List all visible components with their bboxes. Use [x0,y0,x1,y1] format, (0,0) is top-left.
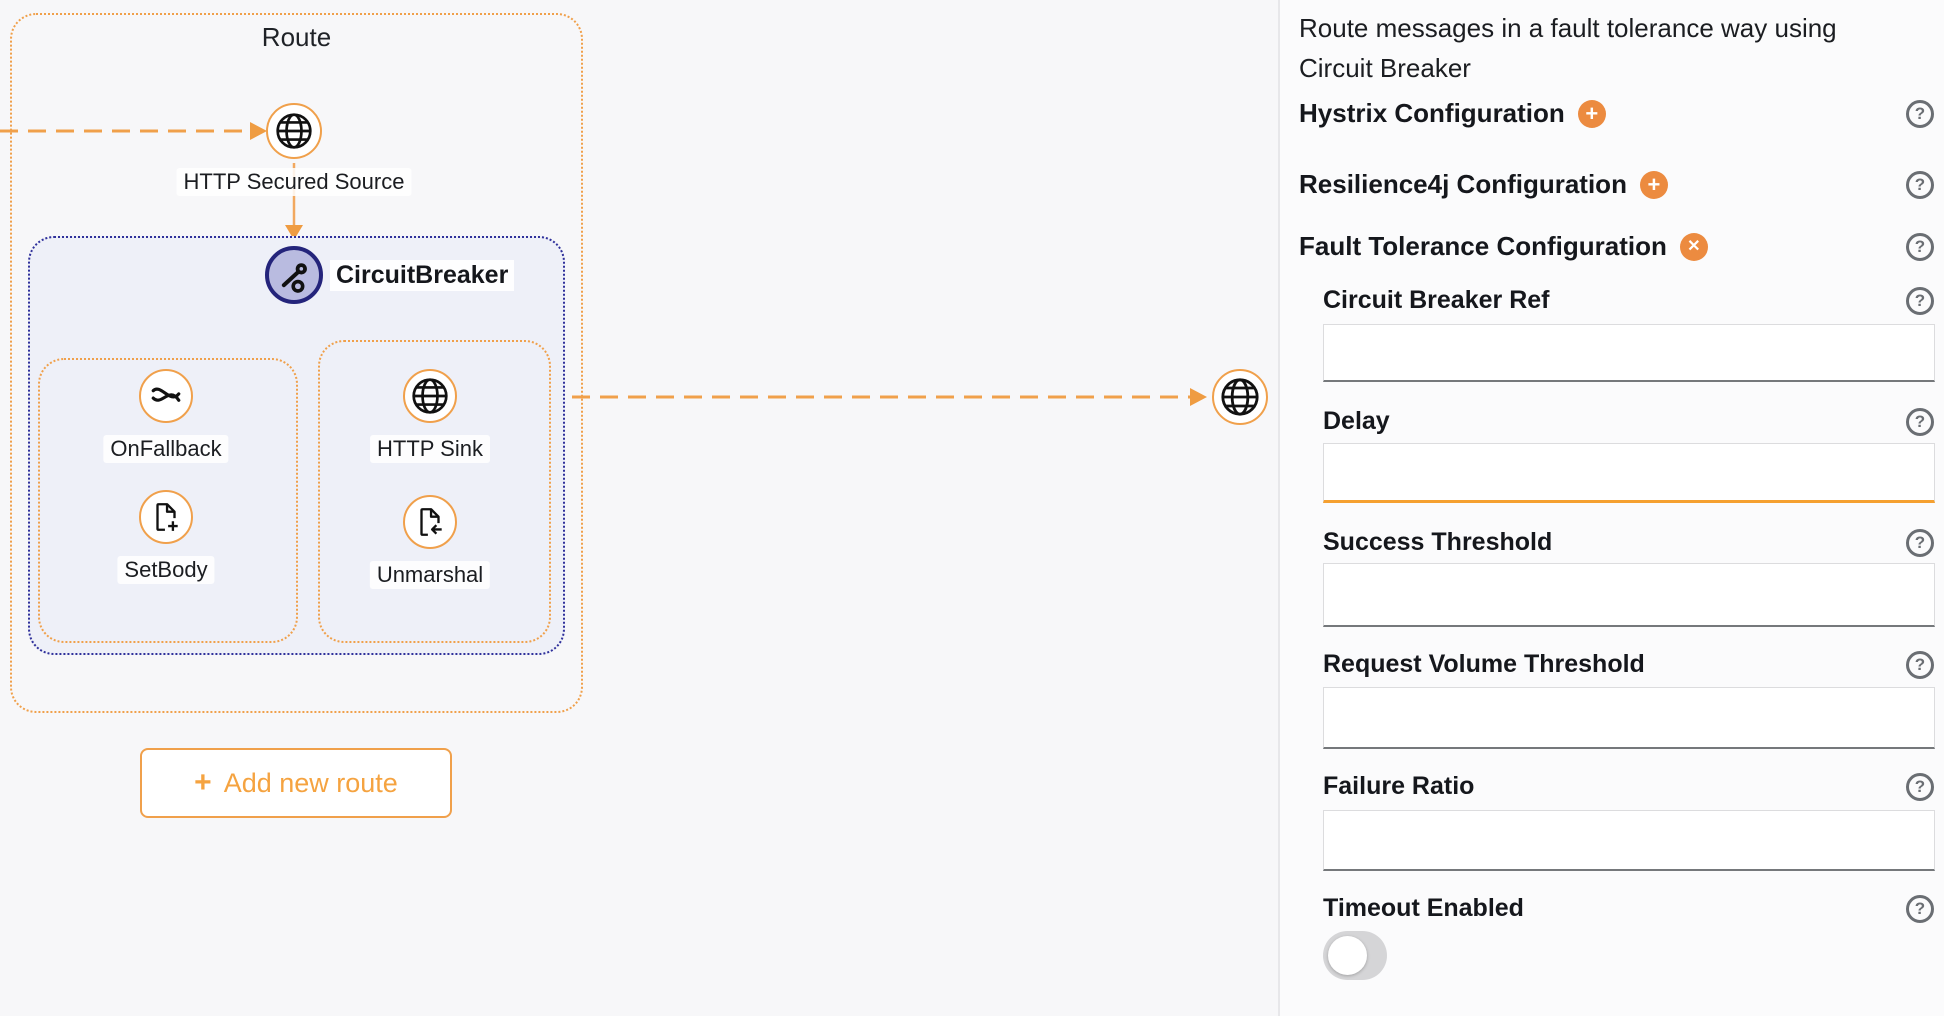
delay-input[interactable] [1323,443,1935,503]
help-icon[interactable]: ? [1906,286,1934,315]
file-import-icon [420,508,442,536]
node-flow-end[interactable] [1212,369,1268,425]
help-icon[interactable]: ? [1906,99,1934,128]
help-icon[interactable]: ? [1906,650,1934,679]
node-label: SetBody [117,556,215,584]
remove-icon[interactable]: ✕ [1679,232,1708,261]
httpsink-container[interactable] [318,340,551,643]
help-icon[interactable]: ? [1906,772,1934,801]
help-icon[interactable]: ? [1906,528,1934,557]
route-title: Route [261,22,332,52]
node-unmarshal[interactable] [403,495,457,549]
node-http-sink[interactable] [403,369,457,423]
section-resilience4j-configuration: Resilience4j Configuration + ? [1299,169,1934,200]
field-delay: Delay ? [1323,407,1934,436]
node-label: CircuitBreaker [330,260,515,291]
circuit-breaker-ref-input[interactable] [1323,324,1935,382]
request-volume-threshold-input[interactable] [1323,687,1935,749]
help-icon[interactable]: ? [1906,407,1934,436]
add-new-route-label: Add new route [223,767,398,798]
help-icon[interactable]: ? [1906,894,1934,923]
field-label: Success Threshold [1323,528,1553,556]
node-label: Unmarshal [369,561,491,589]
field-label: Failure Ratio [1323,772,1475,800]
timeout-enabled-toggle[interactable] [1323,931,1387,980]
toggle-knob [1328,936,1367,975]
globe-icon [1221,378,1259,416]
globe-icon [412,378,448,414]
node-label: OnFallback [103,435,229,463]
field-label: Circuit Breaker Ref [1323,286,1550,314]
crossed-waves-icon [151,387,181,402]
field-circuit-breaker-ref: Circuit Breaker Ref ? [1323,286,1934,315]
section-label: Hystrix Configuration [1299,98,1565,128]
node-label: HTTP Secured Source [176,168,412,196]
help-icon[interactable]: ? [1906,232,1934,261]
globe-icon [276,113,312,149]
section-label: Resilience4j Configuration [1299,169,1627,199]
failure-ratio-input[interactable] [1323,810,1935,871]
step-config-panel: Route messages in a fault tolerance way … [1280,0,1944,1016]
node-onfallback[interactable] [139,369,193,423]
field-timeout-enabled: Timeout Enabled ? [1323,894,1934,923]
field-label: Timeout Enabled [1323,894,1524,922]
circuit-breaker-icon [281,263,307,293]
node-http-secured-source[interactable] [266,103,322,159]
field-label: Request Volume Threshold [1323,650,1645,678]
field-failure-ratio: Failure Ratio ? [1323,772,1934,801]
help-icon[interactable]: ? [1906,170,1934,199]
add-new-route-button[interactable]: + Add new route [140,748,452,818]
route-canvas[interactable]: Route HTTP Secured Source [0,0,1280,1016]
field-label: Delay [1323,407,1390,435]
field-request-volume-threshold: Request Volume Threshold ? [1323,650,1934,679]
add-icon[interactable]: + [1639,170,1668,199]
route-container[interactable]: Route [10,13,583,713]
success-threshold-input[interactable] [1323,563,1935,627]
onfallback-container[interactable] [38,358,298,643]
section-label: Fault Tolerance Configuration [1299,231,1667,261]
section-hystrix-configuration: Hystrix Configuration + ? [1299,98,1934,129]
node-circuit-breaker[interactable] [265,246,323,304]
section-fault-tolerance-configuration: Fault Tolerance Configuration ✕ ? [1299,231,1934,262]
add-icon[interactable]: + [1577,99,1606,128]
node-label: HTTP Sink [370,435,490,463]
node-setbody[interactable] [139,490,193,544]
plus-icon: + [194,766,212,799]
step-description: Route messages in a fault tolerance way … [1299,13,1837,83]
field-success-threshold: Success Threshold ? [1323,528,1934,557]
file-plus-icon [156,503,178,531]
